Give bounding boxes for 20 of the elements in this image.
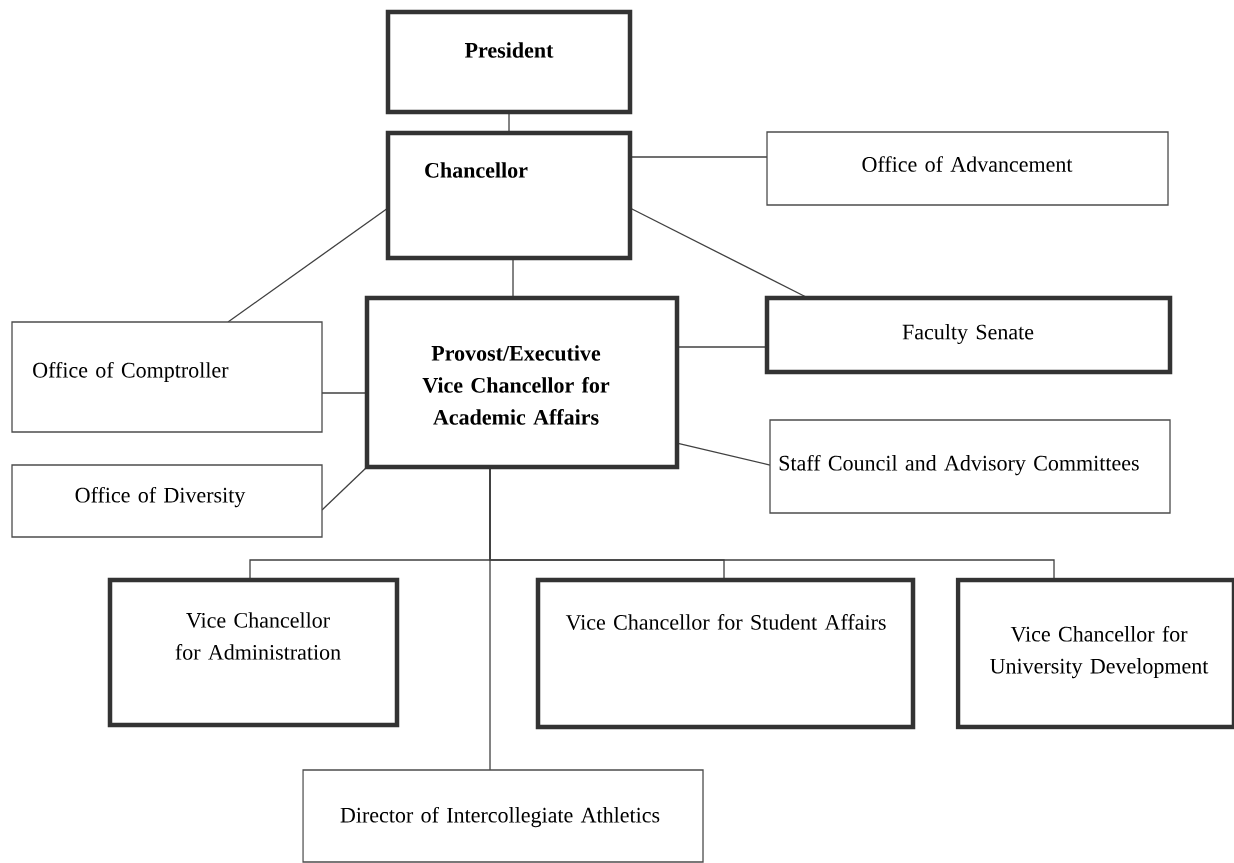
connector-line: [629, 156, 768, 158]
org-box: President: [385, 9, 633, 115]
connector-line: [321, 392, 368, 394]
org-box: Vice Chancellor for Student Affairs: [535, 577, 916, 730]
connector-line: [512, 257, 514, 299]
org-box: Office of Comptroller: [11, 321, 323, 433]
org-box: Director of Intercollegiate Athletics: [302, 769, 704, 863]
org-box: Chancellor: [385, 130, 633, 261]
connector-line: [676, 346, 768, 348]
connector-line: [321, 466, 368, 511]
org-box: Faculty Senate: [764, 295, 1173, 375]
org-box: Office of Diversity: [11, 464, 323, 538]
org-box: Staff Council and Advisory Committees: [769, 419, 1171, 514]
org-box: Vice Chancellor for University Development: [955, 577, 1234, 730]
connector-line: [676, 442, 771, 466]
connector-line: [489, 466, 491, 771]
org-box: Provost/Executive Vice Chancellor for Academic Affairs: [364, 295, 680, 470]
org-box: Office of Advancement: [766, 131, 1169, 206]
org-box: Vice Chancellor for Administration: [107, 577, 400, 728]
connector-line: [227, 207, 389, 323]
